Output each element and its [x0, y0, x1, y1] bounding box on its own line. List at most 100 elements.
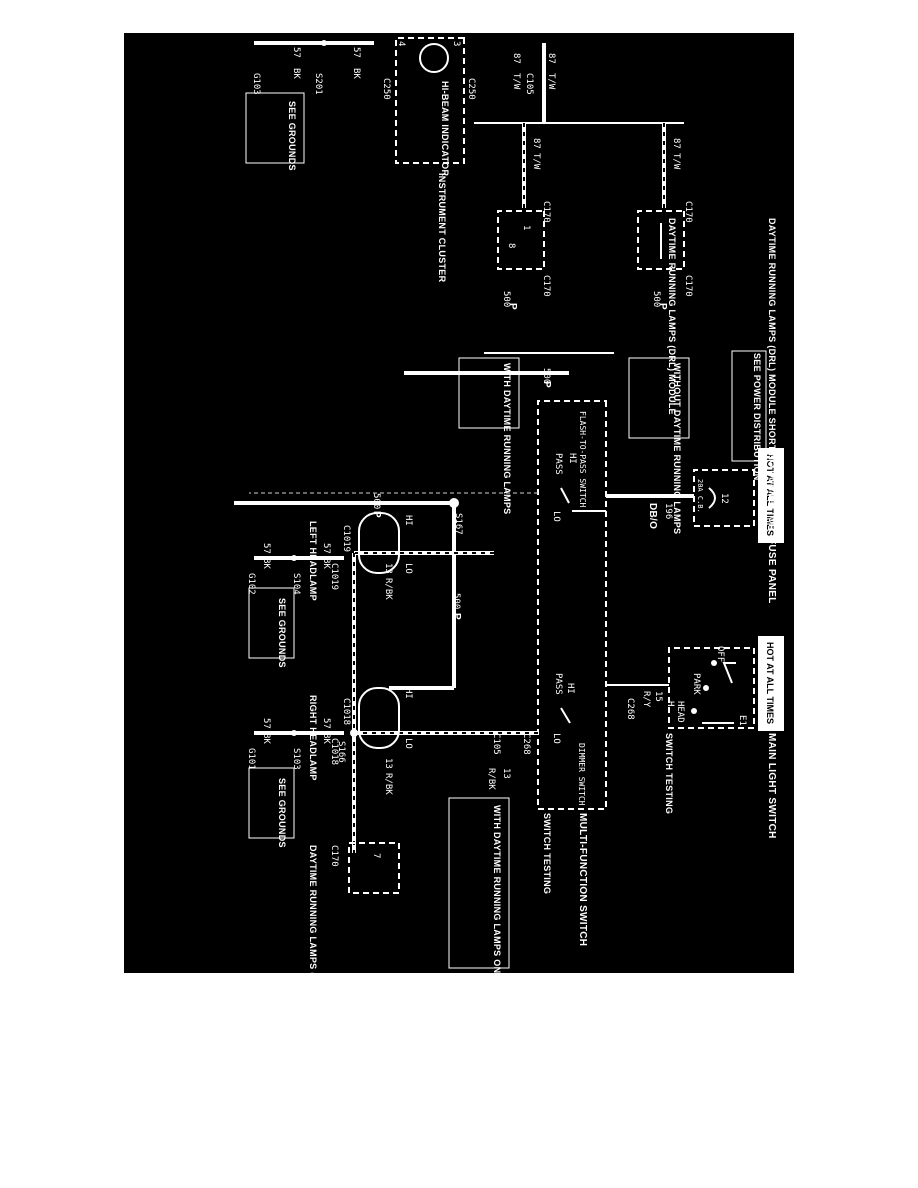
lo-label-2: LO	[551, 733, 561, 744]
drl-shorting-connector-box	[637, 210, 685, 270]
wire-87-color-1: T/W	[546, 73, 556, 90]
head-label: HEAD	[675, 701, 685, 723]
connector-c170-e: C170	[329, 845, 339, 867]
drl-module-top-box	[497, 210, 545, 270]
splice-s103-label: S103	[291, 748, 301, 770]
with-drl-only-label: WITH DAYTIME RUNNING LAMPS ONLY	[492, 805, 502, 973]
flash-to-pass-label: FLASH-TO-PASS SWITCH	[578, 411, 587, 508]
wire-13-color-3: R/BK	[486, 768, 496, 790]
wire-57-color-4: BK	[261, 558, 271, 569]
dimmer-switch-label: DIMMER SWITCH	[577, 743, 586, 806]
wire-500-color-2: P	[657, 303, 668, 310]
wire-500-number-2: 500	[651, 291, 661, 307]
connector-c105-a: C105	[524, 73, 534, 95]
connector-c170-a: C170	[683, 201, 693, 223]
see-power-distribution: SEE POWER DISTRIBUTION	[752, 353, 762, 481]
wire-13-color-1: R/BK	[383, 578, 393, 600]
wire-15-color: R/Y	[641, 691, 651, 708]
splice-s103	[291, 730, 297, 736]
wire-87-hatch-inner	[523, 123, 665, 208]
wire-57-number-1: 57	[351, 47, 361, 58]
ground-g103-label: G103	[251, 73, 261, 95]
with-drl-only-box	[448, 797, 510, 969]
wire-13-left	[352, 551, 494, 853]
circuit-breaker-symbol	[708, 487, 716, 509]
multi-function-switch-label: MULTI-FUNCTION SWITCH	[577, 813, 588, 946]
wire-87-number-1: 87	[546, 53, 556, 64]
wiring-diagram-panel: HOT AT ALL TIMES HOT AT ALL TIMES 12 20A…	[124, 33, 794, 1042]
park-label: PARK	[691, 673, 701, 695]
wire-57-number-2: 57	[291, 47, 301, 58]
see-grounds-1: SEE GROUNDS	[287, 101, 297, 171]
off-label: OFF	[715, 646, 725, 662]
wire-500-color-4: P	[371, 511, 382, 518]
wire-13-number-1: 13	[383, 563, 393, 574]
connector-c1019-a: C1019	[341, 525, 351, 552]
park-contact	[703, 685, 709, 691]
splice-s166	[350, 729, 358, 737]
wire-13-left-inner	[353, 552, 494, 853]
dimmer-contacts	[560, 707, 571, 724]
wire-500-number-4: 500	[371, 493, 381, 509]
wire-87-number-4: 87	[531, 138, 541, 149]
hot-tag-1	[758, 448, 784, 543]
pin-3-label: 3	[451, 41, 461, 46]
connector-c268-b: C268	[521, 733, 531, 755]
wire-57-color-1: BK	[351, 68, 361, 79]
connector-c170-b: C170	[683, 275, 693, 297]
main-light-switch-label: MAIN LIGHT SWITCH	[766, 733, 777, 839]
connector-c250-a: C250	[466, 78, 476, 100]
wire-57-color-3: BK	[321, 558, 331, 569]
wire-87-number-2: 87	[511, 53, 521, 64]
right-headlamp-label: RIGHT HEADLAMP	[308, 695, 318, 781]
wire-500-color-1: P	[541, 381, 552, 388]
pass-label-2: PASS	[553, 673, 563, 695]
head-contact	[691, 708, 697, 714]
drl-shorting-connector-label: DAYTIME RUNNING LAMPS (DRL) MODULE SHORT…	[767, 218, 777, 531]
see-grounds-2: SEE GROUNDS	[277, 598, 287, 668]
hot-tag-1-text: HOT AT ALL TIMES	[765, 454, 775, 536]
wire-500-color-3: P	[507, 303, 518, 310]
pin-4-label: 4	[396, 41, 406, 46]
wire-196-color: DB/O	[647, 503, 658, 529]
headlamp-wiring-diagram: HOT AT ALL TIMES HOT AT ALL TIMES 12 20A…	[234, 37, 784, 1042]
wire-13-color-2: R/BK	[383, 773, 393, 795]
e1-label: E1	[737, 715, 747, 726]
splice-s166-label: S166	[336, 741, 346, 763]
h-label: H	[665, 701, 675, 706]
right-hi-label: HI	[403, 688, 413, 699]
see-grounds-box-3	[248, 767, 295, 839]
splice-s201	[321, 40, 327, 46]
breaker-label: 20A C.B.	[696, 479, 704, 513]
splice-s104	[291, 555, 297, 561]
hi-label-2: HI	[565, 683, 575, 694]
wire-87-hatch	[522, 123, 666, 208]
see-grounds-3: SEE GROUNDS	[277, 778, 287, 848]
hot-tag-2-text: HOT AT ALL TIMES	[765, 642, 775, 724]
pin-8-label: 8	[506, 243, 516, 248]
multi-function-switch-box	[537, 400, 607, 810]
pin-1-label: 1	[521, 225, 531, 230]
connector-c1019-b: C1019	[329, 563, 339, 590]
connector-c1018-a: C1018	[341, 698, 351, 725]
splice-s201-label: S201	[313, 73, 323, 95]
pin-7-label: 7	[371, 853, 381, 858]
wire-57-number-5: 57	[321, 718, 331, 729]
see-grounds-box-2	[248, 587, 295, 659]
wire-87-number-3: 87	[671, 138, 681, 149]
wire-57-number-4: 57	[261, 543, 271, 554]
connector-c268-a: C268	[625, 698, 635, 720]
left-lo-label: LO	[403, 563, 413, 574]
left-hi-label: HI	[403, 515, 413, 526]
pass-label-1: PASS	[553, 453, 563, 475]
wire-57-color-6: BK	[261, 733, 271, 744]
connector-c250-b: C250	[381, 78, 391, 100]
left-headlamp-label: LEFT HEADLAMP	[308, 521, 318, 601]
splice-s167-label: S167	[453, 513, 463, 535]
without-drl-box	[628, 357, 690, 439]
hi-beam-indicator-label: HI-BEAM INDICATOR	[440, 81, 450, 176]
wire-87-color-3: T/W	[671, 153, 681, 170]
wire-196-number: 196	[663, 503, 673, 519]
instrument-cluster-label: INSTRUMENT CLUSTER	[437, 173, 447, 283]
wire-500-color-5: P	[451, 613, 462, 620]
